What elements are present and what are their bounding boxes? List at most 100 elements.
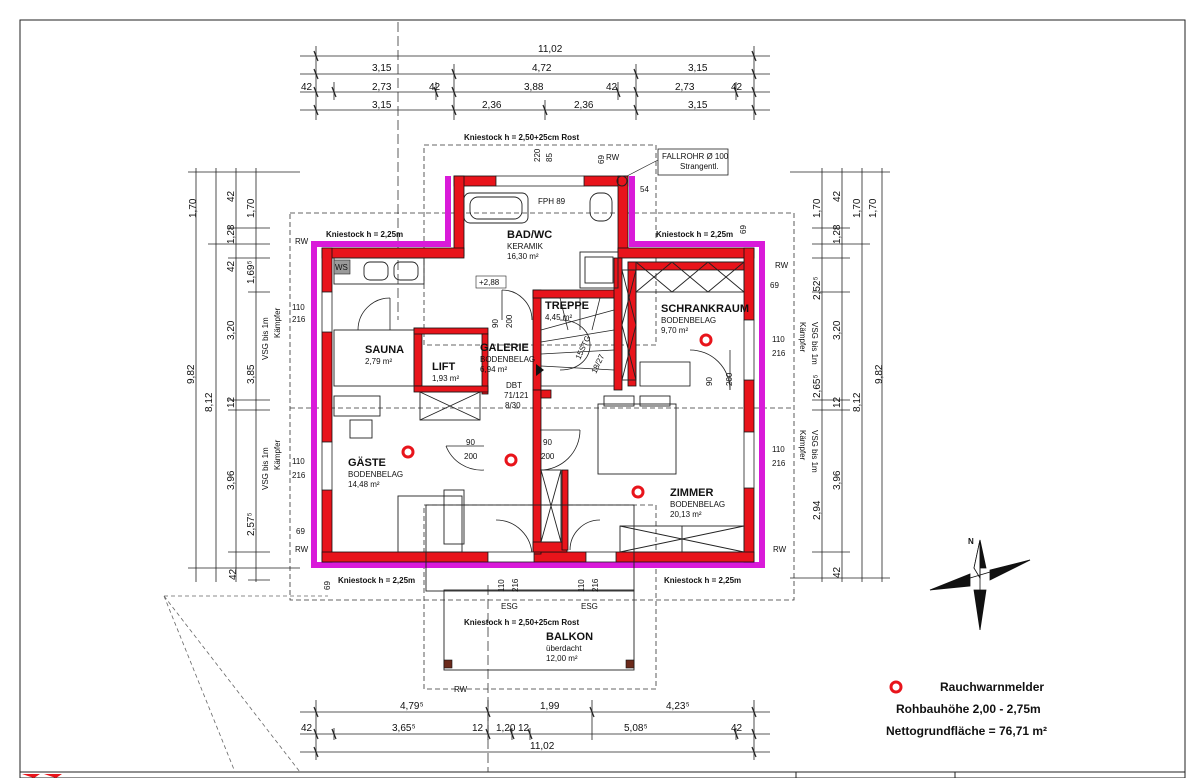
door-3-h: 200 [505, 314, 514, 328]
dim-top-total: 11,02 [538, 44, 563, 55]
interior-walls [413, 257, 745, 555]
room-schrankraum: SCHRANKRAUM BODENBELAG 9,70 m² [661, 303, 749, 335]
dim-bot-r1-0: 4,79⁵ [400, 701, 424, 712]
dim-top-r1-0: 3,15 [372, 63, 392, 74]
rw-label-5: RW [606, 153, 620, 162]
rw-label-6: RW [454, 685, 468, 694]
kniestock-top: Kniestock h = 2,50+25cm Rost [464, 133, 580, 142]
svg-text:14,48 m²: 14,48 m² [348, 480, 380, 489]
dim-left-4: 42 [228, 568, 239, 580]
smoke-detector-legend-icon [889, 680, 903, 694]
rw-label-1: RW [295, 237, 309, 246]
dim-right-i4: 2,52⁵ [812, 276, 823, 300]
win-r1-h: 216 [772, 349, 786, 358]
esg-label-2: ESG [581, 602, 598, 611]
svg-text:BODENBELAG: BODENBELAG [670, 500, 725, 509]
kaempfer-right-2: Kämpfer [798, 430, 807, 461]
windows [321, 175, 755, 563]
dim-top-r3-0: 3,15 [372, 100, 392, 111]
esg2-w: 110 [577, 579, 586, 592]
svg-text:BAD/WC: BAD/WC [507, 229, 552, 241]
top-dimensions [300, 46, 770, 120]
dim-top-r2-3: 3,88 [524, 82, 544, 93]
door-2-h: 200 [541, 452, 555, 461]
dim-bot-r2-4: 12 [518, 723, 530, 734]
smoke-detector-icon [401, 445, 415, 459]
room-gaeste: GÄSTE BODENBELAG 14,48 m² [348, 456, 403, 489]
dim-left-i8: 3,96 [226, 470, 237, 490]
dim-right-3: 9,82 [874, 364, 885, 384]
dim-top-r2-6: 42 [731, 82, 743, 93]
dim-right-i10: 42 [832, 566, 843, 578]
rw-label-3: RW [295, 545, 309, 554]
dim-top-r2-5: 2,73 [675, 82, 695, 93]
dim-right-i3: 1,70 [852, 198, 863, 218]
dim-right-i6: 2,65⁵ [812, 374, 823, 398]
dim-left-1: 1,70 [188, 198, 199, 218]
svg-text:4,45 m²: 4,45 m² [545, 313, 572, 322]
legend: Rauchwarnmelder Rohbauhöhe 2,00 - 2,75m … [886, 680, 1047, 738]
dim-top-r3-3: 3,15 [688, 100, 708, 111]
dim-left-i4: 1,69⁵ [246, 260, 257, 284]
door-4-h: 200 [725, 372, 734, 386]
fallrohr-line2: Strangentl. [680, 162, 719, 171]
staircase [540, 297, 615, 387]
dim-left-2: 8,12 [204, 392, 215, 412]
fph-label: FPH 89 [538, 197, 566, 206]
room-zimmer: ZIMMER BODENBELAG 20,13 m² [670, 487, 725, 519]
esg1-h: 216 [511, 578, 520, 592]
legend-smoke: Rauchwarnmelder [940, 680, 1044, 694]
dim-left-i1: 1,28 [226, 224, 237, 244]
ws-label: WS [335, 263, 348, 272]
vsg-left-1: VSG bis 1m [261, 317, 270, 360]
svg-text:LIFT: LIFT [432, 361, 455, 373]
svg-text:überdacht: überdacht [546, 644, 582, 653]
dbt-line1: DBT [506, 381, 522, 390]
dim-misc-69e: 69 [323, 581, 332, 590]
dim-right-i7: 12 [832, 396, 843, 408]
kaempfer-left-1: Kämpfer [273, 307, 282, 338]
svg-text:BODENBELAG: BODENBELAG [480, 355, 535, 364]
legend-netto: Nettogrundfläche = 76,71 m² [886, 724, 1047, 738]
dim-bot-r2-3: 1,20 [496, 723, 516, 734]
left-dimensions [188, 168, 300, 582]
dim-misc-69b: 69 [739, 225, 748, 234]
door-2-w: 90 [543, 438, 552, 447]
ws-box [333, 259, 351, 275]
dim-bot-r1-2: 4,23⁵ [666, 701, 690, 712]
dim-bot-total: 11,02 [530, 741, 555, 752]
dim-left-3: 9,82 [186, 364, 197, 384]
room-sauna: SAUNA 2,79 m² [365, 344, 404, 366]
compass-rose-icon [929, 539, 1031, 631]
dim-top-r3-1: 2,36 [482, 100, 502, 111]
win-l1-w: 110 [292, 303, 305, 312]
svg-text:GALERIE: GALERIE [480, 342, 529, 354]
dim-left-i7: 12 [226, 396, 237, 408]
dim-top-r2-2: 42 [429, 82, 441, 93]
kniestock-bottom-left: Kniestock h = 2,25m [338, 576, 415, 585]
win-r1-w: 110 [772, 335, 785, 344]
sheet-frame [19, 19, 1186, 779]
dim-misc-54: 54 [640, 185, 649, 194]
door-3-w: 90 [491, 319, 500, 328]
fallrohr-line1: FALLROHR Ø 100 [662, 152, 729, 161]
kniestock-left: Kniestock h = 2,25m [326, 230, 403, 239]
dim-misc-69a: 69 [597, 155, 606, 164]
door-swings [357, 289, 731, 557]
room-treppe: TREPPE 4,45 m² [545, 300, 589, 322]
dim-right-i2: 1,28 [832, 224, 843, 244]
dim-right-2: 8,12 [852, 392, 863, 412]
esg-label-1: ESG [501, 602, 518, 611]
dim-misc-69c: 69 [770, 281, 779, 290]
rw-label-2: RW [775, 261, 789, 270]
vsg-right-1: VSG bis 1m [810, 322, 819, 365]
svg-text:6,94 m²: 6,94 m² [480, 365, 507, 374]
dim-left-i2: 1,70 [246, 198, 257, 218]
roof-outline [289, 144, 795, 690]
dbt-line2: 71/121 [504, 391, 529, 400]
kniestock-bottom-right: Kniestock h = 2,25m [664, 576, 741, 585]
win-l1-h: 216 [292, 315, 306, 324]
svg-text:20,13 m²: 20,13 m² [670, 510, 702, 519]
dim-bot-r2-0: 42 [301, 723, 313, 734]
dim-right-i9: 2,94 [812, 500, 823, 520]
